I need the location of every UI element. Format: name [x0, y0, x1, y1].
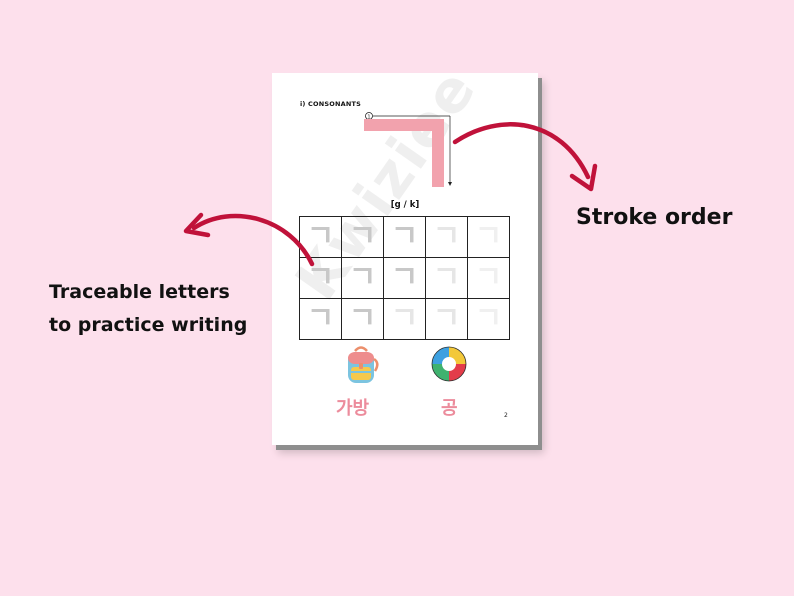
- trace-cell[interactable]: ㄱ: [342, 299, 384, 340]
- traceable-arrowhead: [183, 212, 211, 238]
- stroke-order-caption: Stroke order: [576, 205, 733, 230]
- section-title: i) CONSONANTS: [300, 100, 362, 108]
- trace-cell[interactable]: ㄱ: [300, 217, 342, 258]
- page-number: 2: [504, 412, 508, 419]
- stroke-order-diagram: 1: [364, 112, 452, 187]
- word-backpack: 가방: [336, 398, 370, 419]
- backpack-icon: [348, 346, 379, 383]
- stroke-order-arrowhead: [569, 163, 598, 192]
- traceable-caption-line1: Traceable letters: [49, 281, 230, 303]
- trace-cell[interactable]: ㄱ: [426, 299, 468, 340]
- trace-cell[interactable]: ㄱ: [468, 299, 510, 340]
- stroke-arrowhead: [448, 182, 452, 186]
- traceable-caption-line2: to practice writing: [49, 314, 248, 336]
- worksheet-page: Kwiziee i) CONSONANTS 1 [g / k] ㄱ ㄱ ㄱ ㄱ …: [272, 56, 538, 445]
- stroke-shape: [364, 119, 444, 187]
- trace-cell[interactable]: ㄱ: [426, 217, 468, 258]
- ball-icon: [431, 346, 467, 382]
- trace-cell[interactable]: ㄱ: [468, 217, 510, 258]
- trace-cell[interactable]: ㄱ: [300, 299, 342, 340]
- tracing-grid: ㄱ ㄱ ㄱ ㄱ ㄱ ㄱ ㄱ ㄱ ㄱ ㄱ ㄱ ㄱ ㄱ ㄱ ㄱ: [299, 216, 510, 340]
- trace-cell[interactable]: ㄱ: [342, 258, 384, 299]
- traceable-arrow: [191, 213, 315, 267]
- stroke-order-arrow: [452, 122, 591, 180]
- trace-cell[interactable]: ㄱ: [426, 258, 468, 299]
- trace-cell[interactable]: ㄱ: [300, 258, 342, 299]
- trace-cell[interactable]: ㄱ: [342, 217, 384, 258]
- trace-cell[interactable]: ㄱ: [384, 299, 426, 340]
- trace-cell[interactable]: ㄱ: [384, 258, 426, 299]
- romanization-label: [g / k]: [390, 200, 420, 210]
- trace-cell[interactable]: ㄱ: [468, 258, 510, 299]
- word-ball: 공: [441, 398, 458, 419]
- trace-cell[interactable]: ㄱ: [384, 217, 426, 258]
- stroke-number: 1: [367, 115, 370, 121]
